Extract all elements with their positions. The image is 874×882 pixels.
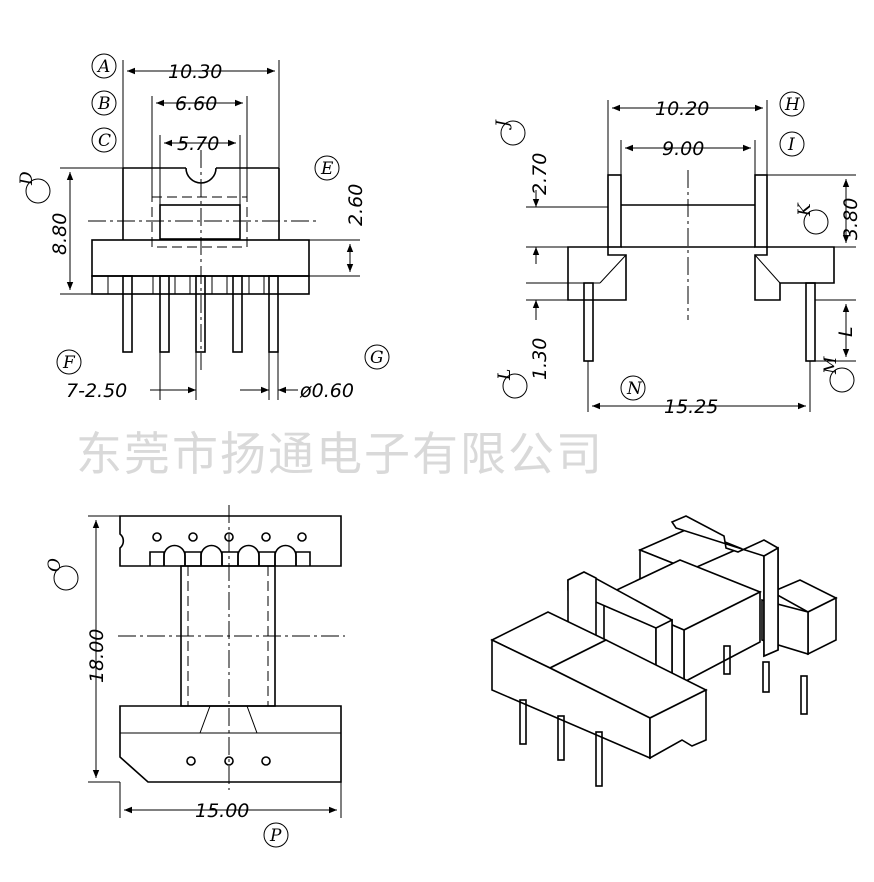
- front-core-inner: [159, 204, 241, 240]
- iso-pin-6: [800, 675, 808, 715]
- label-m: M: [821, 356, 841, 375]
- label-h: H: [784, 95, 801, 115]
- iso-pin-5: [762, 661, 770, 693]
- front-upper-body: [122, 167, 280, 240]
- label-d: D: [17, 171, 37, 186]
- side-base-left: [567, 246, 627, 301]
- side-flange-right: [754, 174, 768, 248]
- side-pin-right: [805, 282, 816, 362]
- front-pin-2: [159, 275, 170, 353]
- dim-c: 5.70: [177, 133, 219, 155]
- iso-pin-2: [557, 715, 565, 761]
- iso-pin-1: [519, 699, 527, 745]
- front-pin-5: [268, 275, 279, 353]
- top-view-lower-flange: [119, 705, 342, 783]
- front-pin-1: [122, 275, 133, 353]
- dim-l: 1.30: [529, 338, 551, 380]
- front-core-window: [151, 196, 248, 248]
- front-view: 10.30 6.60 5.70 8.80 2.60 7-2.50 ø0.60 A…: [17, 53, 390, 402]
- dim-b: 6.60: [175, 93, 217, 115]
- iso-pin-4: [723, 645, 731, 675]
- dim-f: 7-2.50: [66, 380, 127, 402]
- front-pin-4: [232, 275, 243, 353]
- dim-m-side: L: [835, 326, 857, 337]
- dim-p: 15.00: [195, 800, 249, 822]
- side-pin-left: [583, 282, 594, 362]
- side-base-right: [754, 246, 835, 301]
- iso-pin-3: [595, 731, 603, 787]
- label-o: O: [45, 558, 65, 572]
- label-k: K: [795, 202, 815, 217]
- label-j: J: [493, 119, 513, 130]
- dim-k: 3.80: [840, 198, 862, 240]
- dim-j: 2.70: [529, 153, 551, 195]
- label-n: N: [626, 379, 643, 399]
- dim-g: ø0.60: [299, 380, 354, 402]
- side-flange-left: [607, 174, 622, 248]
- dim-i: 9.00: [662, 138, 704, 160]
- label-c: C: [98, 131, 111, 151]
- side-view: 10.20 9.00 2.70 3.80 1.30 L 15.25 H I J …: [493, 91, 862, 418]
- label-i: I: [787, 135, 795, 155]
- isometric-view: [490, 515, 838, 787]
- dim-d: 8.80: [49, 213, 71, 255]
- label-l: L: [495, 369, 515, 381]
- label-e: E: [320, 159, 334, 179]
- dim-n: 15.25: [664, 396, 718, 418]
- dim-o: 18.00: [86, 629, 108, 683]
- dim-e: 2.60: [345, 184, 367, 226]
- label-p: P: [269, 826, 282, 846]
- watermark-text: 东莞市扬通电子有限公司: [76, 427, 604, 481]
- label-f: F: [62, 353, 76, 373]
- dim-a: 10.30: [168, 61, 222, 83]
- label-a: A: [96, 57, 110, 77]
- label-g: G: [370, 348, 384, 368]
- label-b: B: [97, 94, 111, 114]
- dim-h: 10.20: [655, 98, 709, 120]
- top-view: 18.00 15.00 O P: [45, 505, 345, 848]
